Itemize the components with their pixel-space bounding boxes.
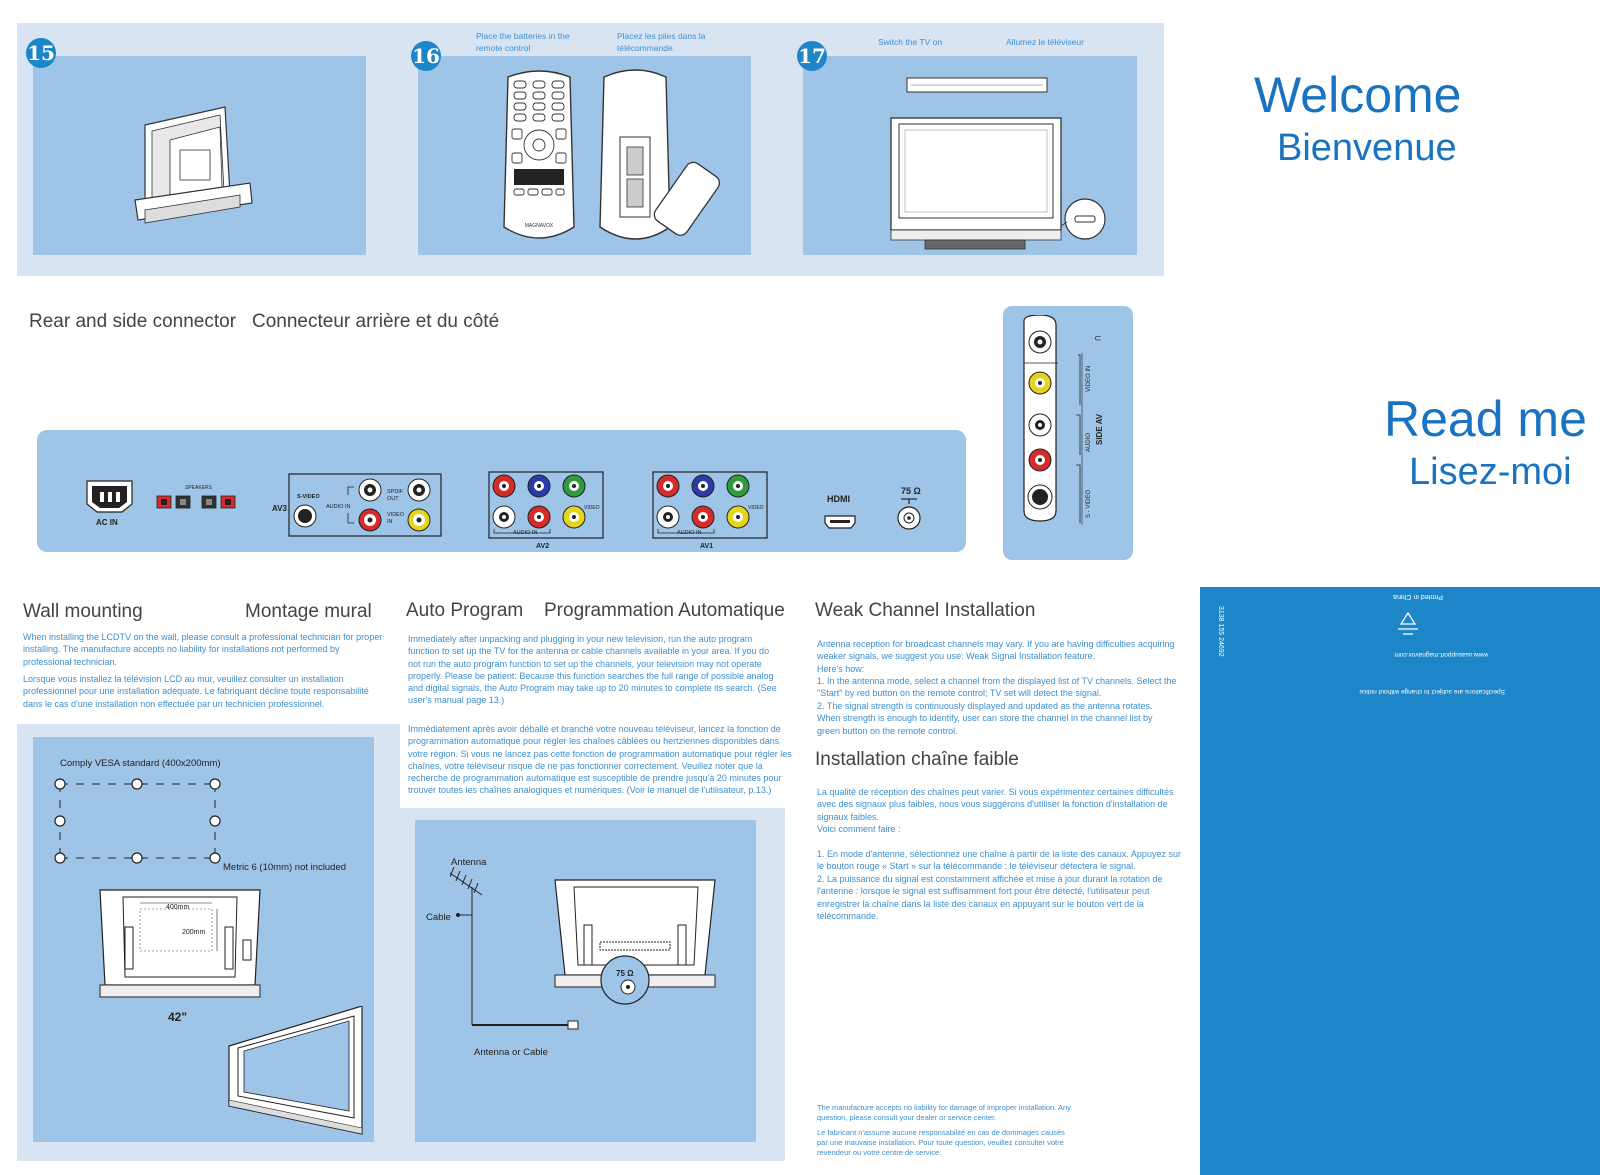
lisezmoi-title: Lisez-moi — [1409, 451, 1572, 493]
auto-program-text-fr: Immédiatement après avoir déballé et bra… — [408, 724, 792, 796]
step-16-caption-fr: Placez les piles dans la télécommande. — [617, 31, 706, 53]
weak-channel-title-en: Weak Channel Installation — [815, 600, 1036, 621]
step-16-caption-en: Place the batteries in the remote contro… — [476, 31, 570, 53]
weak-channel-text-en-2: 2. The signal strength is continuously d… — [817, 701, 1153, 736]
metric-label: Metric 6 (10mm) not included — [223, 862, 347, 873]
av1-video-label: VIDEO — [748, 505, 764, 511]
tv-front-illustration — [890, 77, 1106, 250]
dim-200-label: 200mm — [182, 929, 206, 936]
av2-audio-in-label: AUDIO IN — [513, 530, 538, 536]
remote-back-illustration — [599, 69, 721, 240]
wall-mounting-text-fr: Lorsque vous installez la télévision LCD… — [23, 674, 369, 709]
antenna-connection-illustration — [450, 866, 716, 1030]
vesa-hole-pattern — [54, 778, 221, 864]
disclaimer-en: The manufacture accepts no liability for… — [817, 1103, 1071, 1122]
av3-video-in-label: VIDEO IN — [387, 512, 405, 525]
readme-title: Read me — [1384, 391, 1587, 447]
remote-front-illustration: MAGNAVOX — [503, 70, 575, 239]
hdmi-port — [824, 515, 856, 529]
av1-label: AV1 — [700, 543, 714, 550]
wall-mounting-title-fr: Montage mural — [245, 601, 372, 622]
side-audio-label: AUDIO — [1086, 432, 1092, 452]
weak-channel-text-fr-intro: La qualité de réception des chaînes peut… — [817, 787, 1174, 822]
av3-label: AV3 — [272, 504, 287, 513]
welcome-title: Welcome — [1254, 67, 1462, 123]
antenna-ohm-label: 75 Ω — [616, 969, 634, 978]
speakers-label: SPEAKERS — [185, 485, 212, 491]
hdmi-label: HDMI — [827, 494, 850, 504]
step-16-panel — [418, 56, 751, 255]
weak-channel-text-fr-2: 2. La puissance du signal est constammen… — [817, 874, 1163, 921]
connectors-title-en: Rear and side connector — [29, 311, 237, 332]
step-17-caption-fr: Allumez le téléviseur — [1006, 37, 1084, 47]
av3-svideo-label: S-VIDEO — [297, 494, 320, 500]
ac-in-socket — [86, 480, 133, 513]
ac-in-label: AC IN — [96, 518, 118, 527]
weak-channel-text-fr-howto: Voici comment faire : — [817, 824, 901, 834]
av3-block — [288, 473, 442, 537]
step-15-number: 15 — [26, 38, 56, 68]
antenna-or-cable-label: Antenna or Cable — [474, 1047, 548, 1058]
bienvenue-title: Bienvenue — [1277, 127, 1457, 169]
speaker-terminals — [156, 495, 236, 509]
step-16-number: 16 — [411, 41, 441, 71]
tv-stand-illustration — [134, 106, 253, 224]
weak-channel-text-en-intro: Antenna reception for broadcast channels… — [817, 639, 1175, 662]
printed-in-china: Printed in China — [1393, 593, 1443, 600]
rf-ohm-label: 75 Ω — [901, 486, 921, 496]
av2-block — [488, 471, 604, 539]
av2-label: AV2 — [536, 543, 550, 550]
av2-video-label: VIDEO — [584, 505, 600, 511]
side-av-label: SIDE AV — [1095, 413, 1104, 445]
auto-program-title-fr: Programmation Automatique — [544, 600, 785, 621]
recycle-icon — [1398, 611, 1418, 635]
cable-label: Cable — [426, 912, 451, 923]
tv-rear-mount-illustration — [99, 889, 261, 998]
av1-block — [652, 471, 768, 539]
auto-program-title-en: Auto Program — [406, 600, 524, 621]
headphone-icon: ⊂ — [1094, 333, 1102, 343]
spec-text: Specifications are subject to change wit… — [1359, 688, 1505, 695]
remote-brand: MAGNAVOX — [525, 223, 554, 229]
av3-audio-in-label: AUDIO IN — [326, 504, 351, 510]
side-video-in-label: VIDEO IN — [1086, 365, 1092, 392]
antenna-label: Antenna — [451, 857, 487, 868]
vesa-label: Comply VESA standard (400x200mm) — [60, 758, 221, 769]
connectors-title-fr: Connecteur arrière et du côté — [252, 311, 500, 332]
rf-coax-port — [897, 498, 921, 530]
dim-400-label: 400mm — [166, 904, 190, 911]
back-cover-panel — [1200, 587, 1600, 1175]
step-17-caption-en: Switch the TV on — [878, 37, 943, 47]
side-svideo-label: S - VIDEO — [1086, 489, 1092, 518]
weak-channel-text-en-howto: Here's how: — [817, 664, 865, 674]
wall-mounted-tv-illustration — [228, 1006, 363, 1135]
website-text: www.usasupport.magnavox.com — [1394, 651, 1488, 658]
auto-program-text-en: Immediately after unpacking and plugging… — [408, 634, 777, 706]
disclaimer-fr: Le fabricant n'assume aucune responsabil… — [817, 1128, 1065, 1157]
wall-mounting-text-en: When installing the LCDTV on the wall, p… — [23, 632, 383, 667]
weak-channel-text-en-1: 1. In the antenna mode, select a channel… — [817, 676, 1177, 699]
wall-mounting-title-en: Wall mounting — [23, 601, 143, 622]
tv-size-label: 42" — [168, 1010, 188, 1024]
av1-audio-in-label: AUDIO IN — [677, 530, 702, 536]
doc-code: 3138 155 24692 — [1217, 606, 1224, 657]
step-17-number: 17 — [797, 41, 827, 71]
side-av-connectors: ⊂ — [1023, 315, 1102, 525]
weak-channel-title-fr: Installation chaîne faible — [815, 749, 1019, 770]
av3-spdif-label: SPDIF OUT — [387, 489, 404, 502]
weak-channel-text-fr-1: 1. En mode d'antenne, sélectionnez une c… — [817, 849, 1181, 872]
